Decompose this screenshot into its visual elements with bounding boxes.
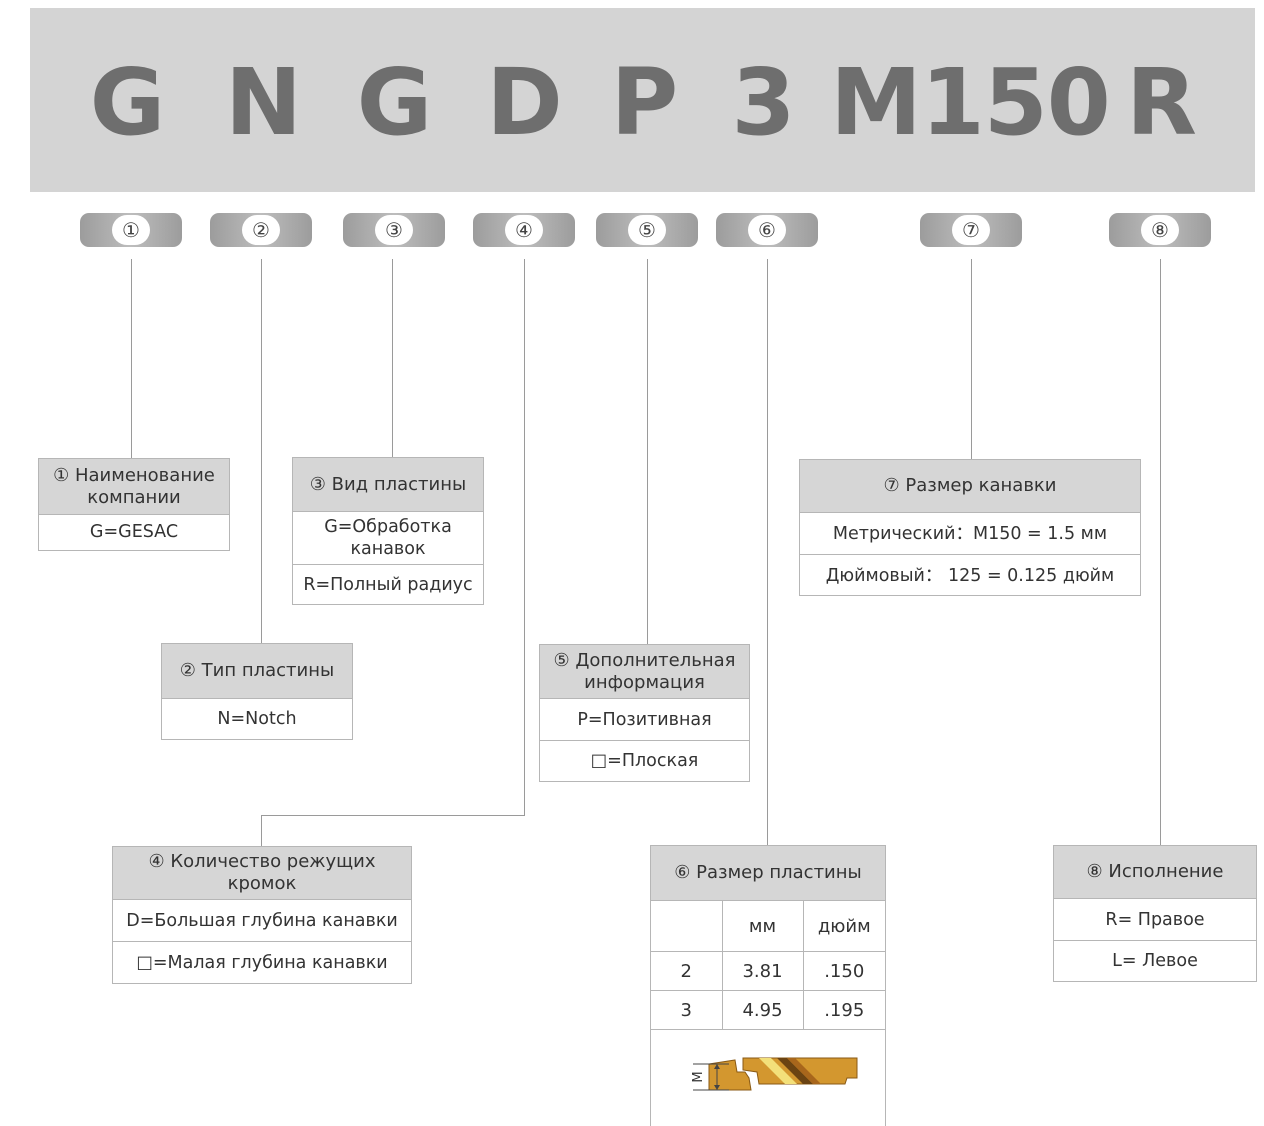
code-letter-groove: M150 [830,49,1111,156]
connector-line-5 [647,259,648,644]
table-cell: 3 [651,990,723,1030]
marker-pill-7: ⑦ [920,213,1022,247]
marker-pill-3: ③ [343,213,445,247]
table-header-cell [651,901,723,952]
box-row: R= Правое [1105,909,1205,930]
marker-number: ② [242,215,280,245]
code-letter-hand: R [1126,49,1197,156]
box-row: □=Плоская [540,740,749,781]
marker-pill-5: ⑤ [596,213,698,247]
connector-line-4b [261,815,525,816]
code-letter-size: 3 [731,49,795,156]
box-row: □=Малая глубина канавки [113,941,411,983]
marker-number: ③ [375,215,413,245]
marker-pill-6: ⑥ [716,213,818,247]
connector-line-8 [1160,259,1161,845]
box-row: G=Обработка канавок [324,517,452,559]
marker-number: ⑤ [628,215,666,245]
box-title: ⑦ Размер канавки [800,460,1140,513]
box-title: ① Наименование компании [39,459,229,515]
box-title: ⑤ Дополнительная информация [540,645,749,699]
table-cell: .195 [802,990,885,1030]
box-title: ④ Количество режущих кромок [113,847,411,900]
marker-number: ⑥ [748,215,786,245]
marker-number: ① [112,215,150,245]
code-letter-extra: P [610,49,678,156]
box-row: R=Полный радиус [293,564,483,604]
hand-box: ⑧ Исполнение R= Правое L= Левое [1053,845,1257,982]
box-title: ② Тип пластины [162,644,352,699]
marker-pill-2: ② [210,213,312,247]
code-band [30,8,1255,192]
box-row: D=Большая глубина канавки [126,910,398,931]
company-name-box: ① Наименование компании G=GESAC [38,458,230,551]
table-cell: .150 [802,951,885,991]
marker-pill-8: ⑧ [1109,213,1211,247]
code-letter-type: N [225,49,302,156]
box-row: N=Notch [217,708,297,729]
connector-line-2 [261,259,262,643]
insert-profile-illustration: M [691,1057,858,1091]
marker-number: ④ [505,215,543,245]
cutting-edges-box: ④ Количество режущих кромок D=Большая гл… [112,846,412,984]
table-cell: 2 [651,951,723,991]
insert-type-box: ② Тип пластины N=Notch [161,643,353,740]
box-title: ⑥ Размер пластины [651,846,885,901]
code-letter-edges: D [486,49,562,156]
marker-pill-1: ① [80,213,182,247]
dimension-label: M [691,1071,706,1082]
insert-size-table: мм дюйм 2 3.81 .150 3 4.95 .195 [651,901,885,1030]
table-row: 3 4.95 .195 [651,990,885,1030]
connector-line-4c [261,815,262,846]
box-row: P=Позитивная [577,709,712,730]
box-title: ③ Вид пластины [293,458,483,512]
code-letter-company: G [89,49,166,156]
connector-line-3 [392,259,393,457]
table-header-cell: мм [721,901,804,952]
marker-number: ⑧ [1141,215,1179,245]
insert-kind-box: ③ Вид пластины G=Обработка канавок R=Пол… [292,457,484,605]
connector-line-1 [131,259,132,458]
table-header-row: мм дюйм [651,901,885,952]
table-cell: 4.95 [721,990,804,1030]
box-title: ⑧ Исполнение [1054,846,1256,899]
connector-line-7 [971,259,972,459]
connector-line-6 [767,259,768,845]
box-row: Метрический：M150 = 1.5 мм [832,523,1108,544]
table-cell: 3.81 [721,951,804,991]
connector-line-4a [524,259,525,815]
table-header-cell: дюйм [802,901,885,952]
box-row: G=GESAC [89,522,179,542]
table-row: 2 3.81 .150 [651,951,885,991]
groove-size-box: ⑦ Размер канавки Метрический：M150 = 1.5 … [799,459,1141,596]
box-row: L= Левое [1054,940,1256,981]
marker-number: ⑦ [952,215,990,245]
insert-size-box: ⑥ Размер пластины мм дюйм 2 3.81 .150 3 … [650,845,886,1126]
code-letter-kind: G [356,49,433,156]
box-row: Дюймовый： 125 = 0.125 дюйм [800,554,1140,596]
marker-pill-4: ④ [473,213,575,247]
additional-info-box: ⑤ Дополнительная информация P=Позитивная… [539,644,750,782]
